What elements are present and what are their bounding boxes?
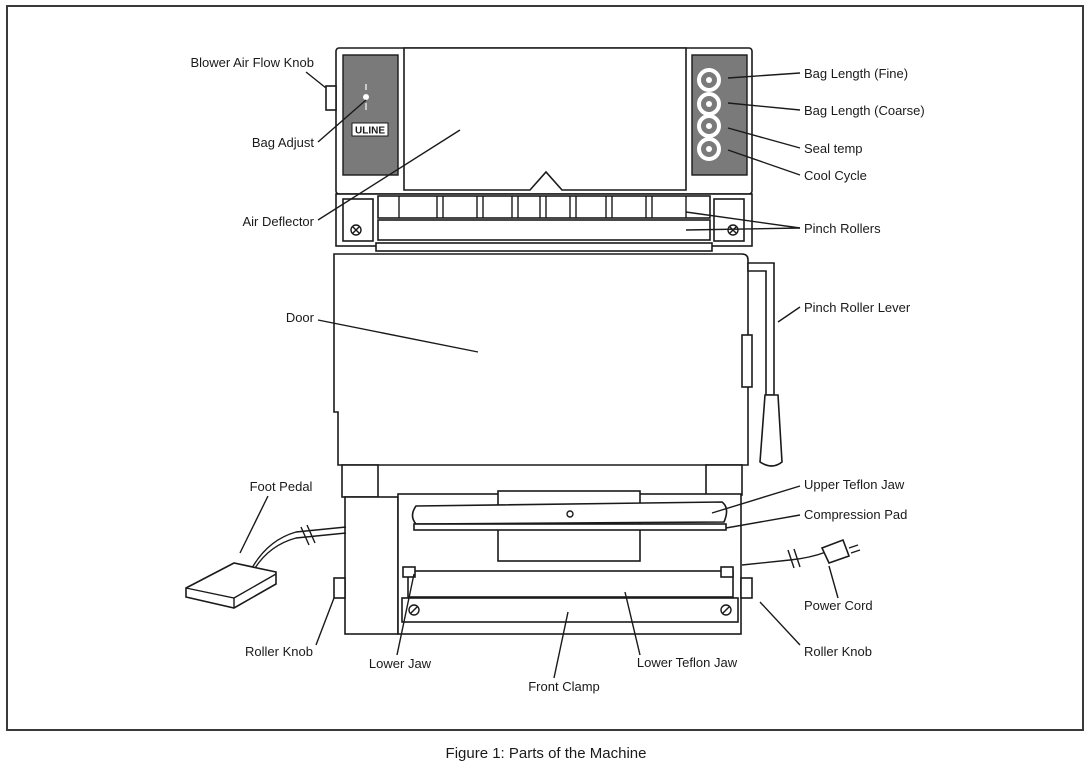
roller-knob-left-shape[interactable] [333,577,346,599]
label-pinch-roller-lever: Pinch Roller Lever [804,300,911,315]
foot-pedal-shape[interactable] [185,562,277,609]
compression-pad-shape [413,523,727,531]
label-seal-temp: Seal temp [804,141,863,156]
upper-teflon-jaw-shape [411,501,728,525]
power-cord-assembly [741,538,861,569]
machine-top-housing: ULINE [325,47,753,195]
lower-jaw-shape [407,570,734,598]
roller-knob-right-shape[interactable] [740,577,753,599]
door-shape[interactable] [333,253,749,466]
label-lower-jaw: Lower Jaw [369,656,432,671]
air-deflector-shape [403,47,687,191]
right-screw-icon [727,224,739,236]
leader-lines [239,71,839,679]
label-roller-knob-left: Roller Knob [245,644,313,659]
label-cool-cycle: Cool Cycle [804,168,867,183]
pinch-rollers-upper [377,195,711,219]
label-foot-pedal: Foot Pedal [250,479,313,494]
label-roller-knob-right: Roller Knob [804,644,872,659]
front-clamp-screw-left-icon [408,604,420,616]
bag-adjust-indicator [363,94,369,100]
base-section [333,464,753,635]
label-bag-length-coarse: Bag Length (Coarse) [804,103,925,118]
part-labels: Blower Air Flow Knob Bag Adjust Air Defl… [190,55,924,694]
blower-air-flow-knob-shape[interactable] [325,85,337,111]
front-clamp-screw-right-icon [720,604,732,616]
seal-temp-dial[interactable] [697,114,721,138]
label-air-deflector: Air Deflector [242,214,314,229]
power-plug-icon [820,538,851,564]
label-bag-length-fine: Bag Length (Fine) [804,66,908,81]
control-dials [697,68,721,161]
label-bag-adjust: Bag Adjust [252,135,315,150]
front-clamp-shape [401,597,739,623]
label-power-cord: Power Cord [804,598,873,613]
figure-frame [6,5,1084,731]
foot-pedal-assembly [185,524,347,609]
figure-caption: Figure 1: Parts of the Machine [445,745,647,762]
cool-cycle-dial[interactable] [697,137,721,161]
label-pinch-rollers: Pinch Rollers [804,221,881,236]
label-door: Door [286,310,315,325]
label-upper-teflon-jaw: Upper Teflon Jaw [804,477,905,492]
label-lower-teflon-jaw: Lower Teflon Jaw [637,655,738,670]
left-screw-icon [350,224,362,236]
pinch-rollers-lower [377,219,711,241]
left-control-panel [342,54,399,176]
brand-logo: ULINE [355,126,385,137]
door-section [333,253,783,467]
pinch-roller-section [335,193,753,252]
label-compression-pad: Compression Pad [804,507,907,522]
label-front-clamp: Front Clamp [528,679,600,694]
label-blower-air-flow-knob: Blower Air Flow Knob [190,55,314,70]
bag-length-fine-dial[interactable] [697,68,721,92]
